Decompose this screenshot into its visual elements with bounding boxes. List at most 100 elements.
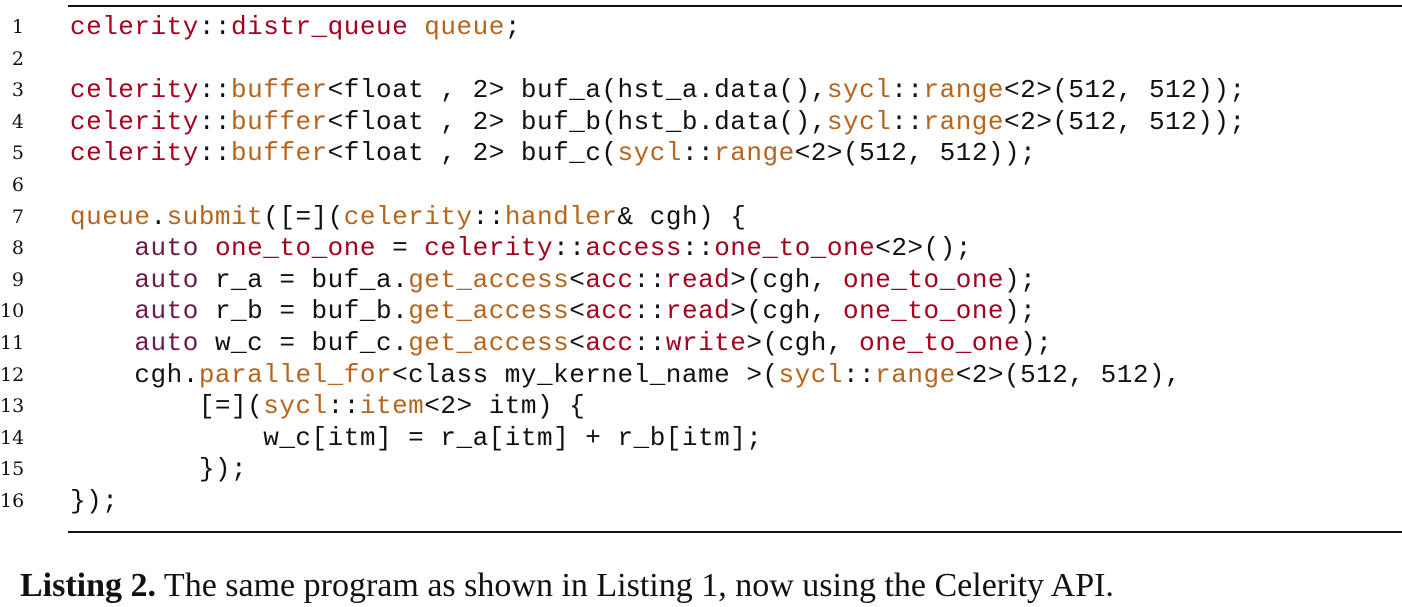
code-token: auto [134, 264, 199, 295]
line-number: 12 [0, 363, 25, 386]
code-token: ; [504, 12, 521, 42]
line-number: 15 [0, 458, 25, 481]
code-token: celerity [70, 106, 199, 137]
code-text: auto one_to_one = celerity::access::one_… [70, 233, 972, 263]
code-token: :: [553, 233, 586, 264]
code-token: acc [585, 327, 634, 358]
code-token: auto [134, 327, 199, 358]
code-token: >(cgh, [730, 264, 843, 295]
code-token: item [359, 391, 425, 422]
code-token: . [150, 201, 167, 232]
code-token: <2>(512, 512)); [794, 138, 1037, 169]
code-text: auto r_a = buf_a.get_access<acc::read>(c… [70, 265, 1036, 295]
code-token: range [923, 75, 1005, 106]
code-token: range [875, 359, 956, 390]
line-number: 4 [11, 110, 24, 133]
code-token: >(cgh, [730, 296, 843, 327]
code-token [70, 296, 134, 326]
code-token: celerity [70, 12, 199, 42]
code-token: ([=]( [263, 201, 344, 232]
code-token: range [714, 138, 795, 169]
code-token: < [569, 296, 586, 327]
code-token: <2>(512, 512)); [1004, 75, 1246, 106]
code-text: w_c[itm] = r_a[itm] + r_b[itm]; [70, 423, 762, 453]
code-token: <2> itm) { [424, 391, 586, 422]
code-token: <2>(512, 512), [955, 359, 1182, 390]
line-number: 10 [0, 300, 25, 323]
code-text: celerity::buffer<float , 2> buf_a(hst_a.… [70, 75, 1246, 105]
code-token: queue [70, 201, 151, 232]
listing-caption: Listing 2. The same program as shown in … [20, 567, 1114, 605]
code-token: < [569, 327, 586, 358]
code-token: write [665, 327, 747, 358]
code-token: one_to_one [843, 296, 1005, 327]
code-token: :: [198, 75, 232, 106]
code-token: range [923, 106, 1005, 137]
code-line: 2 [0, 44, 1402, 76]
code-token: get_access [408, 296, 570, 327]
code-token: ); [1020, 327, 1053, 358]
code-text: }); [70, 486, 118, 516]
code-token: sycl [617, 138, 682, 169]
code-token: :: [472, 201, 505, 232]
code-token: queue [424, 12, 505, 42]
code-token: acc [585, 264, 634, 295]
code-token: sycl [826, 106, 892, 137]
code-text: }); [70, 454, 247, 484]
code-line: 14 w_c[itm] = r_a[itm] + r_b[itm]; [0, 423, 1402, 455]
code-token: auto [134, 233, 199, 264]
code-token: <float , 2> buf_b(hst_b.data(), [327, 106, 827, 137]
code-token: celerity [70, 75, 199, 106]
line-number: 6 [11, 173, 24, 196]
code-text: auto r_b = buf_b.get_access<acc::read>(c… [70, 296, 1036, 326]
line-number: 14 [0, 426, 25, 449]
code-text: auto w_c = buf_c.get_access<acc::write>(… [70, 328, 1052, 358]
line-number: 13 [0, 395, 25, 418]
code-token: <2>(); [875, 233, 972, 264]
caption-text: The same program as shown in Listing 1, … [156, 567, 1114, 604]
code-token: = [375, 233, 425, 264]
code-line: 10 auto r_b = buf_b.get_access<acc::read… [0, 296, 1402, 328]
code-token: :: [198, 138, 232, 169]
code-token: one_to_one [214, 233, 376, 264]
code-token: :: [891, 106, 924, 137]
code-token [70, 233, 134, 263]
code-token: }); [70, 454, 248, 485]
code-token: w_c = buf_c. [198, 327, 409, 358]
code-line: 5 celerity::buffer<float , 2> buf_c(sycl:… [0, 138, 1402, 170]
code-token: one_to_one [843, 264, 1005, 295]
code-token: :: [198, 106, 232, 137]
code-token: r_a = buf_a. [198, 264, 409, 295]
code-token: <float , 2> buf_c( [327, 138, 618, 169]
code-token: submit [166, 201, 264, 232]
code-token: one_to_one [859, 327, 1021, 358]
code-line: 8 auto one_to_one = celerity::access::on… [0, 233, 1402, 265]
code-token: :: [198, 12, 232, 42]
code-line: 4 celerity::buffer<float , 2> buf_b(hst_b… [0, 107, 1402, 139]
code-token: <float , 2> buf_a(hst_a.data(), [327, 75, 827, 106]
code-text: celerity::buffer<float , 2> buf_b(hst_b.… [70, 107, 1246, 137]
code-token: & cgh) { [617, 201, 747, 232]
line-number: 2 [11, 47, 24, 70]
code-line: 9 auto r_a = buf_a.get_access<acc::read>… [0, 265, 1402, 297]
code-token: <2>(512, 512)); [1004, 106, 1246, 137]
code-token: >(cgh, [746, 327, 860, 358]
code-token: w_c[itm] = r_a[itm] + r_b[itm]; [70, 422, 763, 453]
code-line: 16}); [0, 486, 1402, 518]
top-rule [68, 5, 1402, 7]
code-token: <class my_kernel_name >( [392, 359, 779, 390]
code-token: }); [70, 485, 119, 516]
code-text: celerity::buffer<float , 2> buf_c(sycl::… [70, 138, 1036, 168]
code-token [70, 328, 134, 358]
code-token: acc [585, 296, 634, 327]
code-token: auto [134, 296, 199, 327]
line-number: 5 [11, 142, 24, 165]
line-number: 11 [0, 331, 25, 354]
code-text: [=](sycl::item<2> itm) { [70, 391, 585, 421]
code-token: :: [327, 391, 360, 422]
code-token: r_b = buf_b. [198, 296, 409, 327]
code-token: celerity [424, 233, 554, 264]
